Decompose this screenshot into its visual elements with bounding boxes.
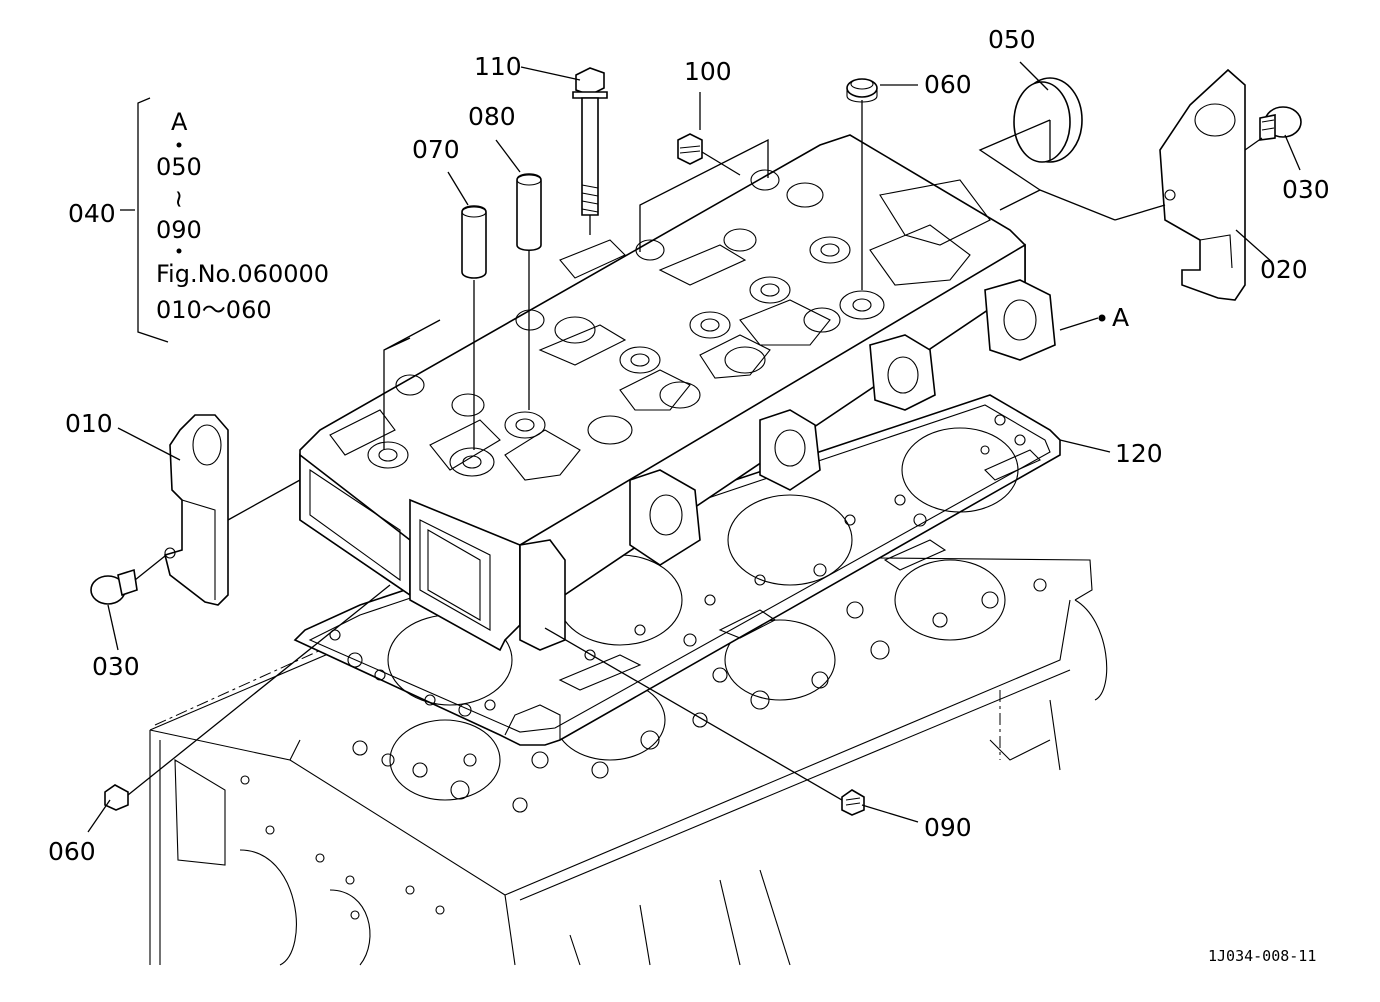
kit-tilde: ~ [165, 189, 193, 209]
head-bolt-110 [572, 67, 608, 216]
kit-dot-2 [176, 248, 182, 254]
bolt-030-right [1259, 106, 1302, 141]
kit-dot-1 [176, 142, 182, 148]
cylinder-head [299, 134, 1056, 652]
bolt-030-left [90, 568, 138, 605]
cap-050 [1013, 77, 1083, 163]
callout-050: 050 [988, 25, 1036, 54]
callout-090: 090 [924, 813, 972, 842]
kit-line-050: 050 [156, 153, 202, 181]
plug-060-bottom [104, 784, 129, 811]
kit-line-a: A [171, 108, 188, 136]
plug-060-top [846, 78, 878, 103]
kit-number: 040 [68, 199, 116, 228]
dowel-080 [516, 173, 542, 252]
kit-line-fig: Fig.No.060000 [156, 260, 329, 288]
hanger-020 [1159, 68, 1246, 301]
kit-line-090: 090 [156, 216, 202, 244]
callout-110: 110 [474, 52, 522, 81]
kit-line-range: 010～060 [156, 296, 272, 324]
callout-080: 080 [468, 102, 516, 131]
leader-lines [87, 61, 1301, 833]
plug-090 [841, 789, 865, 816]
callout-030-right: 030 [1282, 175, 1330, 204]
gasket-holes [329, 414, 1026, 717]
kit-040-note: 040 A 050 ~ 090 Fig.No.060000 010～060 [68, 108, 329, 324]
plug-100 [677, 133, 703, 165]
engine-block [149, 554, 1108, 966]
callout-ref-a: A [1112, 303, 1129, 332]
callout-070: 070 [412, 135, 460, 164]
hanger-010 [164, 414, 229, 606]
callout-020: 020 [1260, 255, 1308, 284]
ref-a-dot [1098, 314, 1106, 322]
callout-010: 010 [65, 409, 113, 438]
callout-100: 100 [684, 57, 732, 86]
drawing-code: 1J034-008-11 [1208, 947, 1316, 965]
callout-030-left: 030 [92, 652, 140, 681]
callout-060-top: 060 [924, 70, 972, 99]
callout-120: 120 [1115, 439, 1163, 468]
kit-bracket [137, 97, 169, 343]
callout-labels: 110 100 080 070 060 050 030 020 A 120 01… [48, 25, 1330, 866]
head-top-detail [329, 169, 991, 481]
dowel-070 [461, 205, 487, 279]
callout-060-bottom: 060 [48, 837, 96, 866]
